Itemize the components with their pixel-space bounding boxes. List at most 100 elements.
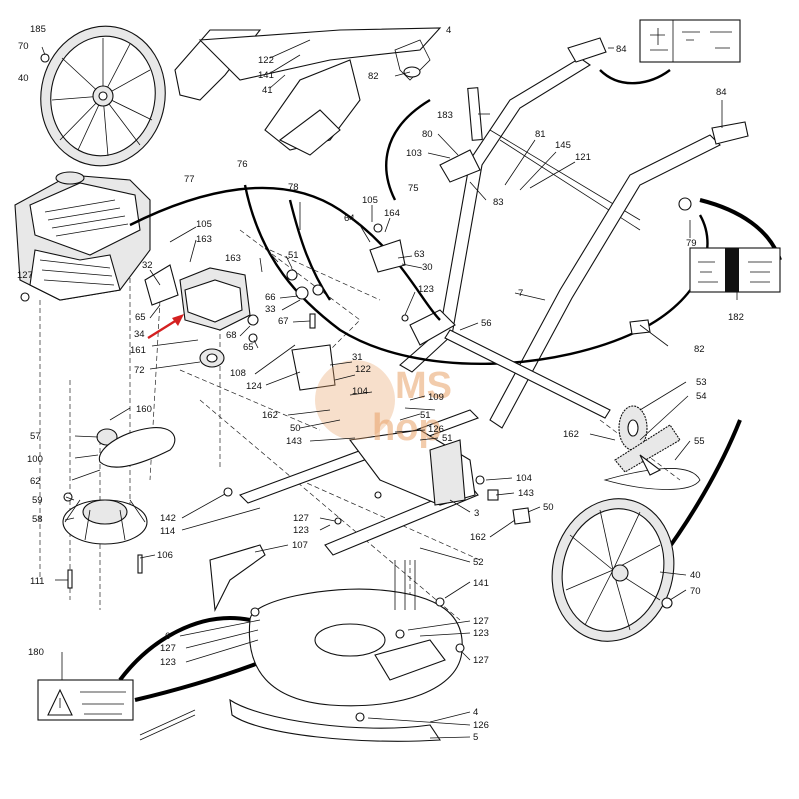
label-123: 123 <box>418 284 434 295</box>
label-78: 78 <box>288 182 299 193</box>
hardware-bits <box>20 53 692 722</box>
label-106: 106 <box>157 550 173 561</box>
label-4: 4 <box>446 25 451 36</box>
label-124: 124 <box>246 381 262 392</box>
label-127-c: 127 <box>473 616 489 627</box>
label-103: 103 <box>406 148 422 159</box>
label-121: 121 <box>575 152 591 163</box>
label-81: 81 <box>535 129 546 140</box>
label-72: 72 <box>134 365 145 376</box>
label-145: 145 <box>555 140 571 151</box>
label-161: 161 <box>130 345 146 356</box>
label-31: 31 <box>352 352 363 363</box>
label-77: 77 <box>184 174 195 185</box>
rear-housing <box>174 27 442 156</box>
control-decal-top <box>639 19 741 63</box>
label-84-right: 84 <box>716 87 727 98</box>
label-57: 57 <box>30 431 41 442</box>
label-34: 34 <box>134 329 145 340</box>
label-164: 164 <box>384 208 400 219</box>
label-62: 62 <box>30 476 41 487</box>
label-40-b: 40 <box>690 570 701 581</box>
drive-sprocket <box>603 405 701 490</box>
label-183: 183 <box>437 110 453 121</box>
label-127-e: 127 <box>473 655 489 666</box>
part-labels: 185 70 40 122 141 41 82 4 84 84 76 77 78… <box>17 24 744 743</box>
front-wheel-bottom-right <box>551 498 675 642</box>
label-182: 182 <box>728 312 744 323</box>
label-65-b: 65 <box>243 342 254 353</box>
label-127-b: 127 <box>293 513 309 524</box>
label-30: 30 <box>422 262 433 273</box>
label-163-b: 163 <box>225 253 241 264</box>
label-82-right: 82 <box>694 344 705 355</box>
label-75: 75 <box>408 183 419 194</box>
label-70-b: 70 <box>690 586 701 597</box>
label-32: 32 <box>142 260 153 271</box>
label-79: 79 <box>686 238 697 249</box>
label-56: 56 <box>481 318 492 329</box>
label-127-d: 127 <box>160 643 176 654</box>
label-80: 80 <box>422 129 433 140</box>
label-6: 6 <box>165 631 170 642</box>
label-109: 109 <box>428 392 444 403</box>
label-105: 105 <box>196 219 212 230</box>
watermark-line2: hop <box>372 407 442 449</box>
label-180: 180 <box>28 647 44 658</box>
label-107: 107 <box>292 540 308 551</box>
label-141: 141 <box>258 70 274 81</box>
label-63: 63 <box>414 249 425 260</box>
label-52: 52 <box>473 557 484 568</box>
cutting-deck <box>139 544 463 742</box>
label-84: 84 <box>616 44 627 55</box>
label-67: 67 <box>278 316 289 327</box>
label-126: 126 <box>428 424 444 435</box>
label-82: 82 <box>368 71 379 82</box>
label-122-b: 122 <box>355 364 371 375</box>
label-51-c: 51 <box>442 433 453 444</box>
label-108: 108 <box>230 368 246 379</box>
label-162-b: 162 <box>563 429 579 440</box>
label-41: 41 <box>262 85 273 96</box>
label-4-b: 4 <box>473 707 478 718</box>
watermark-line1: MS <box>395 365 452 407</box>
label-185: 185 <box>30 24 46 35</box>
label-3: 3 <box>474 508 479 519</box>
label-163: 163 <box>196 234 212 245</box>
label-50-b: 50 <box>543 502 554 513</box>
label-58: 58 <box>32 514 43 525</box>
label-111: 111 <box>30 576 44 587</box>
label-65: 65 <box>135 312 146 323</box>
label-123-e: 123 <box>160 657 176 668</box>
label-59: 59 <box>32 495 43 506</box>
label-70: 70 <box>18 41 29 52</box>
label-104: 104 <box>352 386 368 397</box>
label-33: 33 <box>265 304 276 315</box>
label-127: 127 <box>17 270 33 281</box>
warning-label-180 <box>37 679 134 721</box>
label-162-c: 162 <box>470 532 486 543</box>
label-76: 76 <box>237 159 248 170</box>
label-83: 83 <box>493 197 504 208</box>
handle-right <box>409 87 749 429</box>
label-68: 68 <box>226 330 237 341</box>
label-51: 51 <box>288 250 299 261</box>
label-143-b: 143 <box>518 488 534 499</box>
gearbox <box>144 264 324 368</box>
label-54: 54 <box>696 391 707 402</box>
label-7: 7 <box>518 288 523 299</box>
label-5: 5 <box>473 732 478 743</box>
label-123-c: 123 <box>293 525 309 536</box>
label-50: 50 <box>290 423 301 434</box>
label-123-d: 123 <box>473 628 489 639</box>
label-105-lever: 105 <box>362 195 378 206</box>
engine <box>14 171 151 301</box>
label-66: 66 <box>265 292 276 303</box>
control-decal-mid <box>689 247 781 293</box>
label-64: 64 <box>344 213 355 224</box>
label-162: 162 <box>262 410 278 421</box>
label-104-b: 104 <box>516 473 532 484</box>
label-40: 40 <box>18 73 29 84</box>
label-122: 122 <box>258 55 274 66</box>
